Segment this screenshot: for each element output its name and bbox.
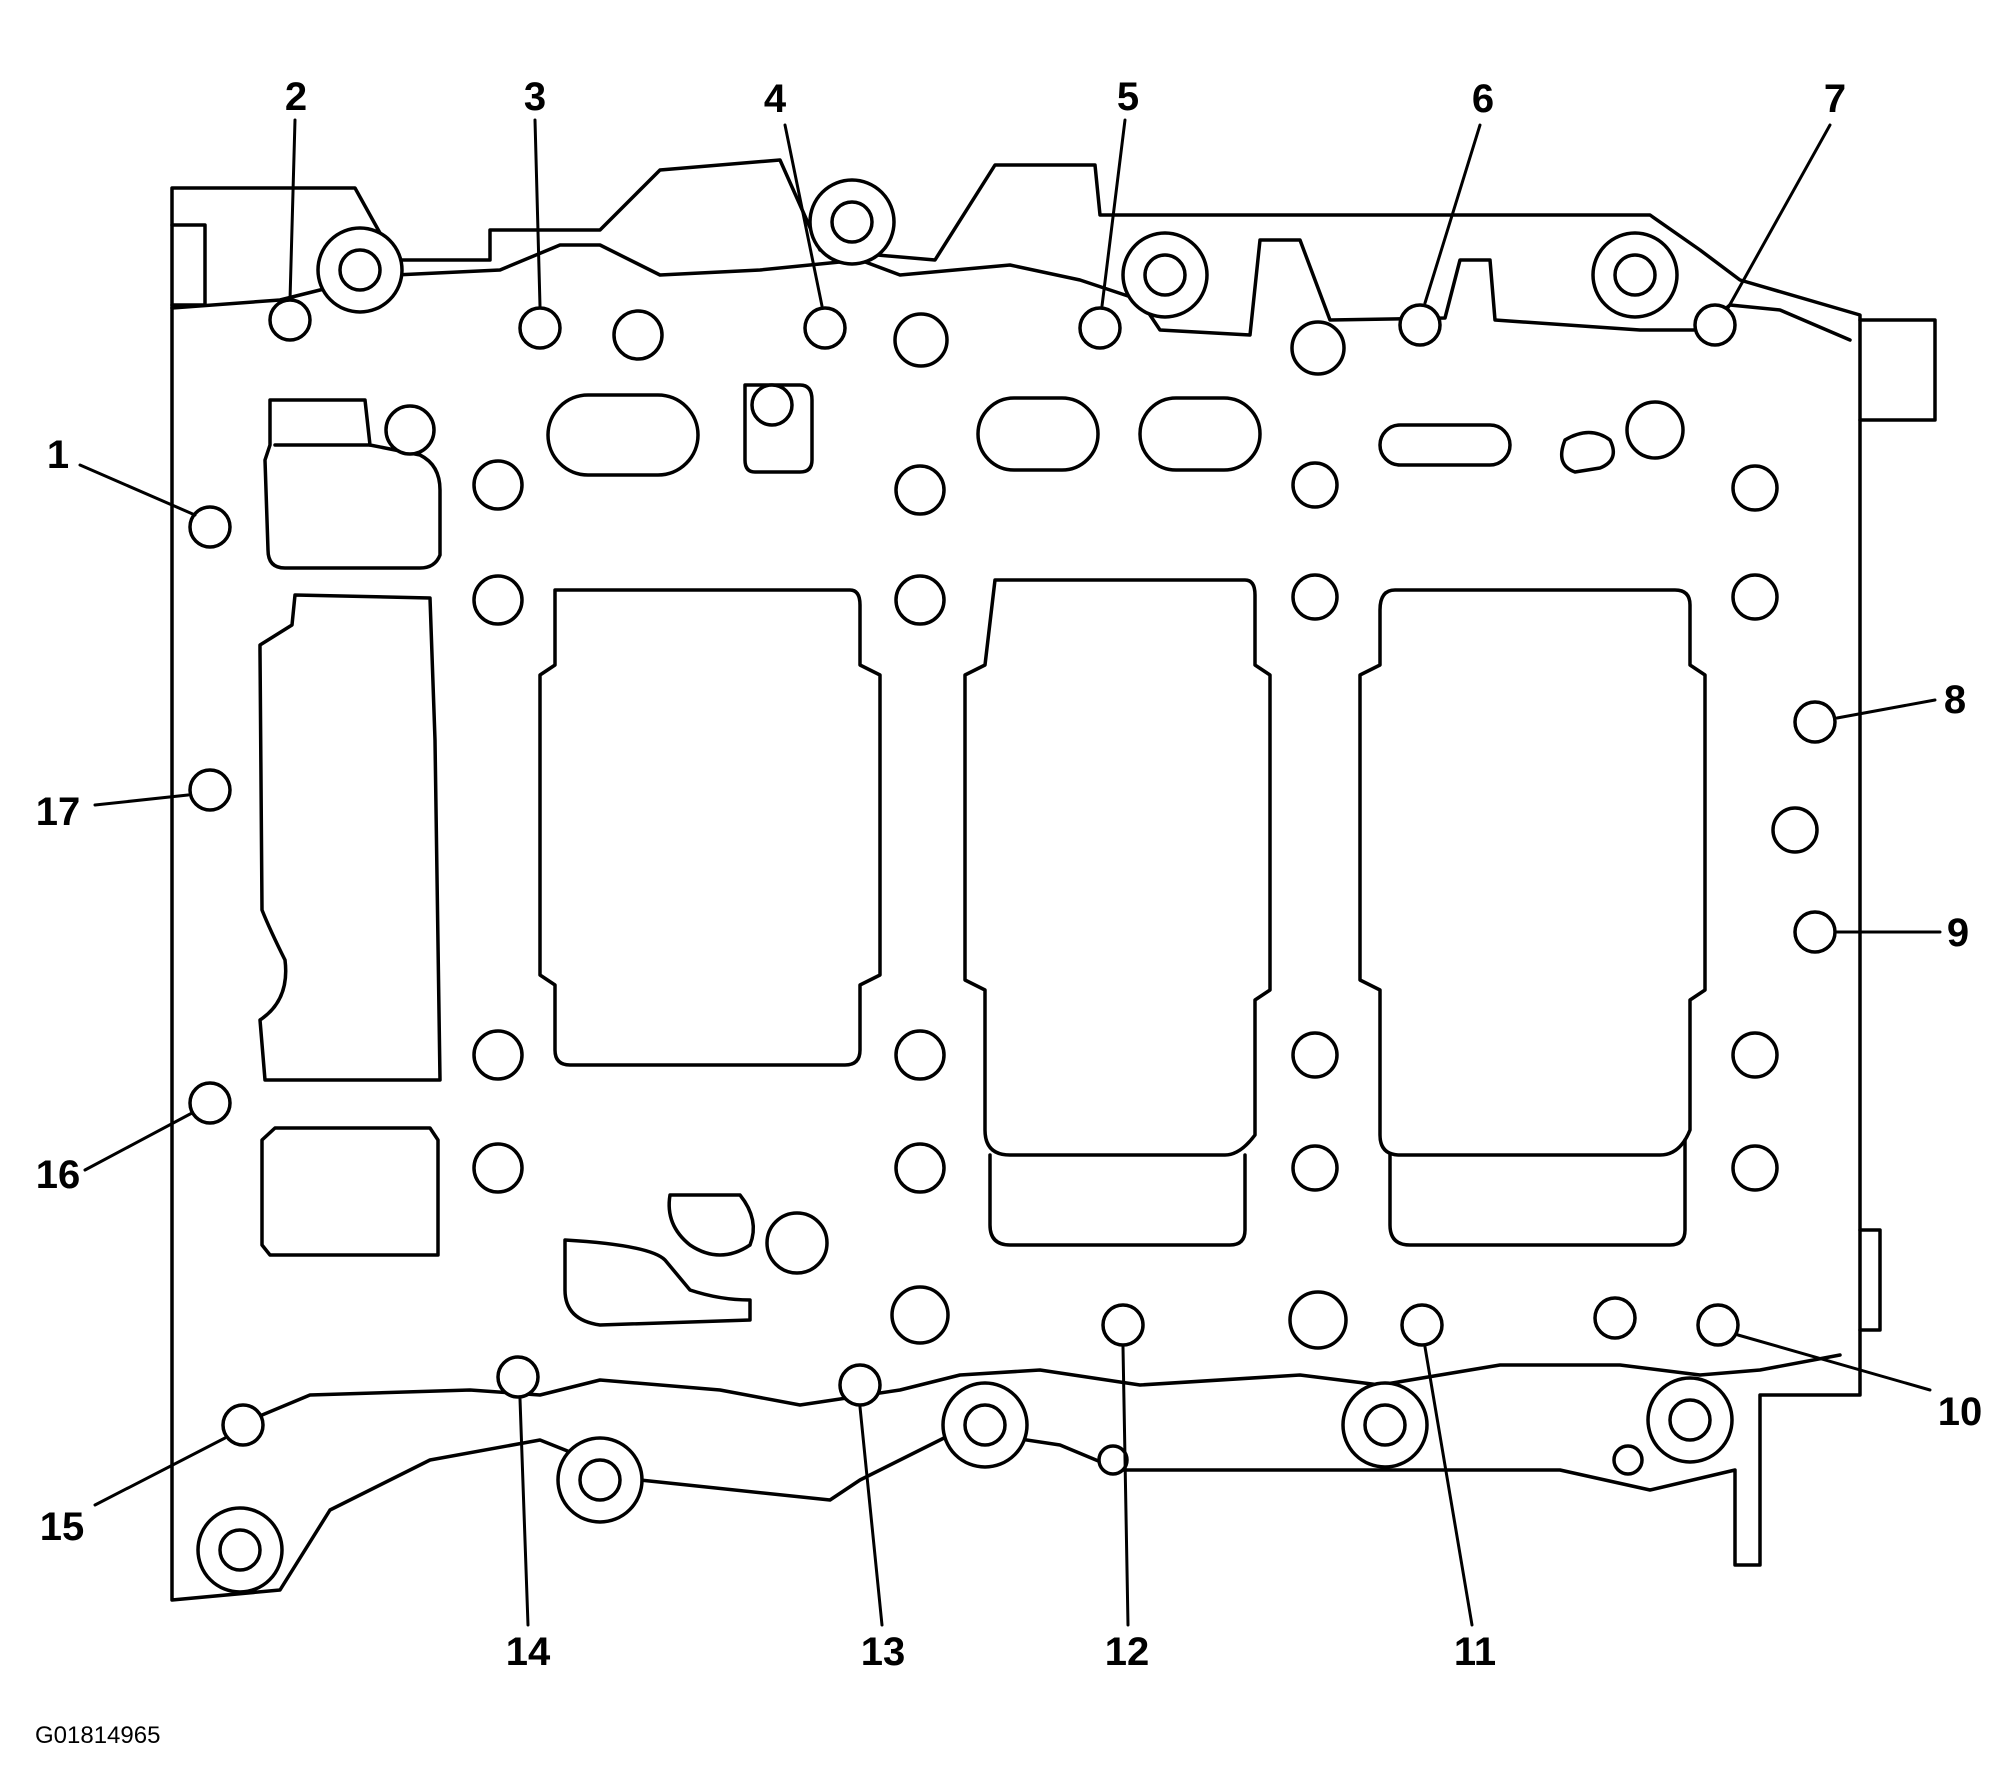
bore-opening-3-lower: [1388, 1138, 1687, 1247]
leader-line-8: [1835, 698, 1937, 720]
callout-label-10: 10: [1938, 1390, 1983, 1434]
left-middle-pocket: [258, 593, 442, 1082]
leader-lines: [78, 118, 1942, 1627]
leader-line-7: [1726, 123, 1832, 310]
boss-ring-inner: [963, 1403, 1007, 1447]
leader-line-12: [1121, 1345, 1130, 1627]
figure-code: G01814965: [35, 1722, 160, 1749]
callout-label-16: 16: [36, 1153, 81, 1197]
lower-crescent: [667, 1193, 756, 1257]
plain-holes: [384, 309, 1819, 1476]
leader-line-6: [1423, 123, 1482, 305]
boss-ring-inner: [830, 200, 874, 244]
leader-line-14: [518, 1397, 530, 1627]
callout-hole-13: [838, 1363, 882, 1407]
block-outline: [170, 158, 1862, 1602]
callout-label-11: 11: [1454, 1630, 1496, 1674]
boss-ring-inner: [1613, 253, 1657, 297]
callout-hole-1: [188, 505, 232, 549]
left-upper-pocket: [263, 398, 442, 570]
callout-hole-9: [1793, 910, 1837, 954]
top-oval-3: [1138, 396, 1262, 472]
leader-line-2: [288, 118, 297, 302]
boss-ring-inner: [578, 1458, 622, 1502]
block-right-tab: [1858, 318, 1937, 422]
boss-ring-inner: [1143, 253, 1187, 297]
callout-hole-8: [1793, 700, 1837, 744]
callout-label-7: 7: [1824, 77, 1846, 121]
bolt-boss-group: [196, 178, 1734, 1594]
callout-hole-17: [188, 768, 232, 812]
callout-label-14: 14: [506, 1630, 551, 1674]
callout-label-15: 15: [40, 1505, 85, 1549]
leader-line-11: [1423, 1345, 1474, 1627]
callout-label-12: 12: [1105, 1630, 1150, 1674]
leader-line-5: [1100, 118, 1127, 308]
bore-opening-3: [1358, 588, 1707, 1157]
boss-ring-inner: [218, 1528, 262, 1572]
callout-label-6: 6: [1472, 77, 1494, 121]
leader-line-10: [1736, 1333, 1932, 1392]
top-oval-4: [1378, 423, 1512, 467]
lower-lever-shape: [563, 1238, 752, 1327]
callout-label-3: 3: [524, 75, 546, 119]
callout-labels: 1 2 3 4 5 6 7 8 9 10 11 12 13 14 15 16 1…: [36, 75, 1983, 1674]
callout-label-2: 2: [285, 75, 307, 119]
callout-label-8: 8: [1944, 678, 1966, 722]
boss-ring-inner: [338, 248, 382, 292]
callout-hole-3: [518, 306, 562, 350]
callout-hole-12: [1101, 1303, 1145, 1347]
block-left-tab: [170, 223, 207, 307]
callout-hole-4: [803, 306, 847, 350]
callout-hole-16: [188, 1081, 232, 1125]
lower-rail-line: [248, 1353, 1842, 1422]
callout-label-9: 9: [1947, 911, 1969, 955]
leader-line-1: [78, 463, 197, 517]
callout-hole-10: [1696, 1303, 1740, 1347]
leader-line-13: [858, 1405, 884, 1627]
top-oval-1: [546, 393, 700, 477]
leader-line-15: [93, 1436, 227, 1507]
block-right-lower-tab: [1858, 1228, 1882, 1332]
callout-hole-15: [221, 1403, 265, 1447]
bore-opening-1: [538, 588, 882, 1067]
boss-ring-inner: [1363, 1403, 1407, 1447]
callout-hole-14: [496, 1355, 540, 1399]
callout-hole-7: [1693, 303, 1737, 347]
callout-hole-5: [1078, 306, 1122, 350]
top-slot: [743, 383, 814, 474]
leader-line-3: [533, 118, 542, 308]
callout-label-13: 13: [861, 1630, 906, 1674]
bore-opening-2-lower: [988, 1153, 1247, 1247]
boss-ring-inner: [1668, 1398, 1712, 1442]
leader-line-16: [83, 1111, 194, 1172]
callout-label-1: 1: [47, 433, 69, 477]
callout-holes: [188, 298, 1837, 1447]
callout-hole-6: [1398, 303, 1442, 347]
callout-hole-2: [268, 298, 312, 342]
bore-opening-2: [963, 578, 1272, 1157]
leader-line-17: [93, 793, 190, 807]
callout-label-4: 4: [764, 77, 787, 121]
top-oval-2: [976, 396, 1100, 472]
top-small-oval: [1559, 430, 1616, 474]
callout-hole-11: [1400, 1303, 1444, 1347]
leader-line-4: [783, 123, 824, 308]
callout-label-5: 5: [1117, 75, 1139, 119]
left-lower-pocket: [260, 1126, 440, 1257]
callout-label-17: 17: [36, 790, 81, 834]
